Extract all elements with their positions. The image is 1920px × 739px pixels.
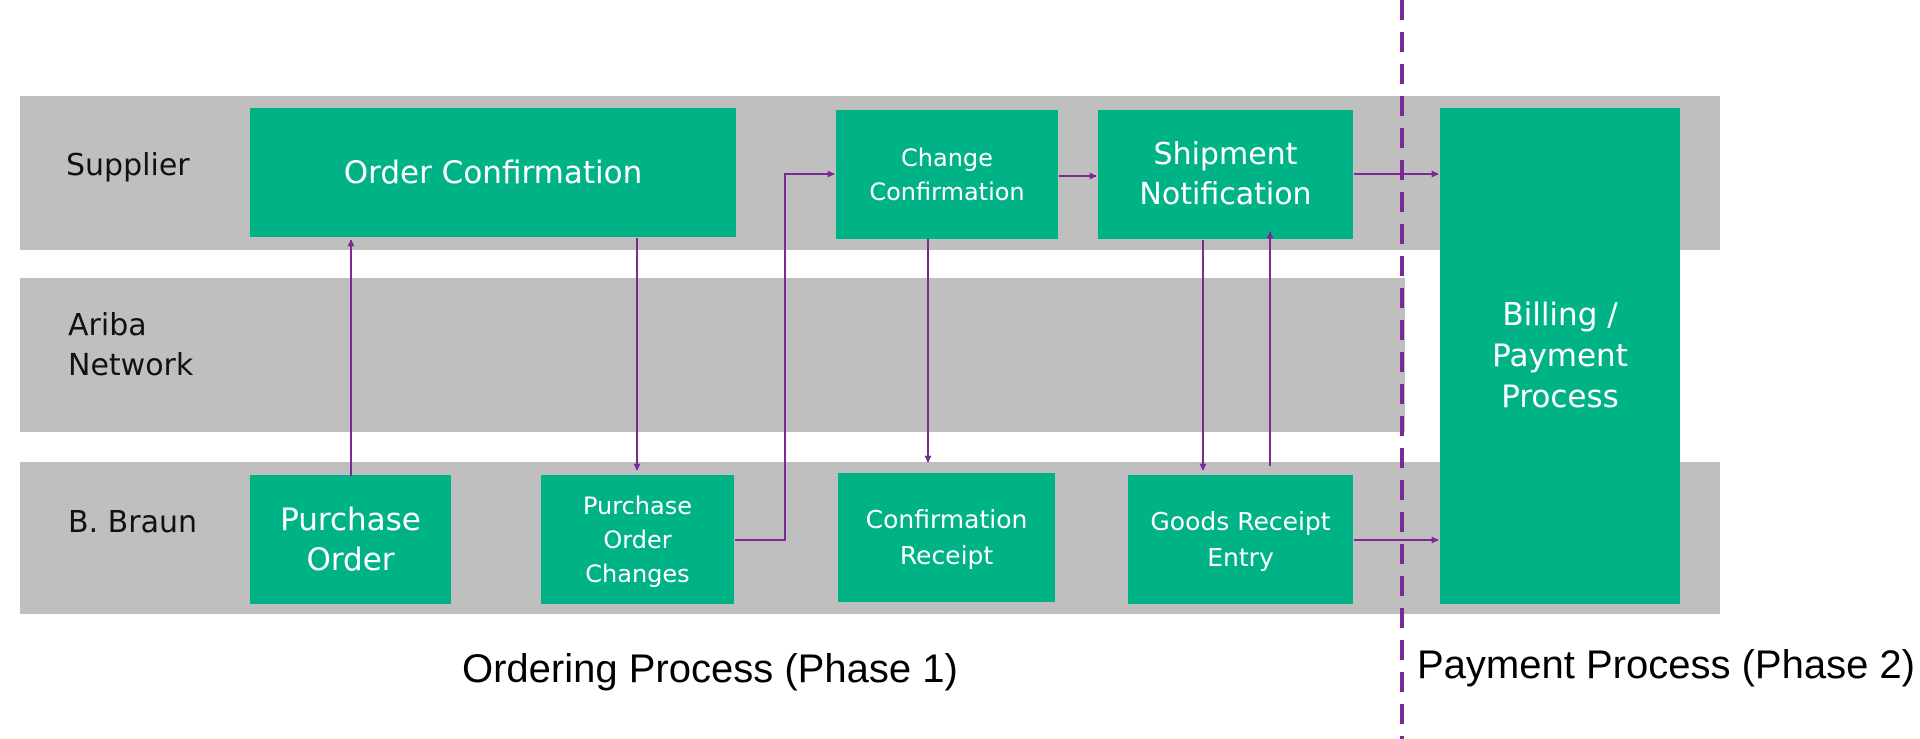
change-confirmation-box: Change Confirmation — [836, 110, 1058, 239]
order-confirmation-box: Order Confirmation — [250, 108, 736, 237]
shipment-notification-box: Shipment Notification — [1098, 110, 1353, 239]
purchase-order-label: Purchase Order — [280, 501, 421, 578]
order-confirmation-label: Order Confirmation — [343, 154, 643, 191]
lane-ariba-network — [20, 278, 1405, 432]
purchase-order-box: Purchase Order — [250, 475, 451, 604]
lane-label-b-braun: B. Braun — [68, 505, 197, 540]
lane-label-ariba-network: Ariba Network — [68, 308, 194, 383]
arrow-purchase-order-changes-to-change-confirmation — [735, 170, 835, 541]
lane-label-supplier: Supplier — [66, 148, 190, 183]
purchase-order-changes-label: Purchase Order Changes — [583, 491, 692, 588]
shipment-notification-label: Shipment Notification — [1139, 136, 1312, 212]
goods-receipt-entry-box: Goods Receipt Entry — [1128, 475, 1353, 604]
goods-receipt-entry-label: Goods Receipt Entry — [1150, 506, 1331, 572]
phase-label-ordering: Ordering Process (Phase 1) — [462, 647, 958, 691]
confirmation-receipt-label: Confirmation Receipt — [865, 504, 1028, 570]
purchase-order-changes-box: Purchase Order Changes — [541, 475, 734, 604]
phase-label-payment: Payment Process (Phase 2) — [1417, 643, 1915, 687]
change-confirmation-label: Change Confirmation — [869, 143, 1025, 206]
confirmation-receipt-box: Confirmation Receipt — [838, 473, 1055, 602]
billing-payment-process-label: Billing / Payment Process — [1492, 296, 1628, 415]
billing-payment-process-box: Billing / Payment Process — [1440, 108, 1680, 604]
